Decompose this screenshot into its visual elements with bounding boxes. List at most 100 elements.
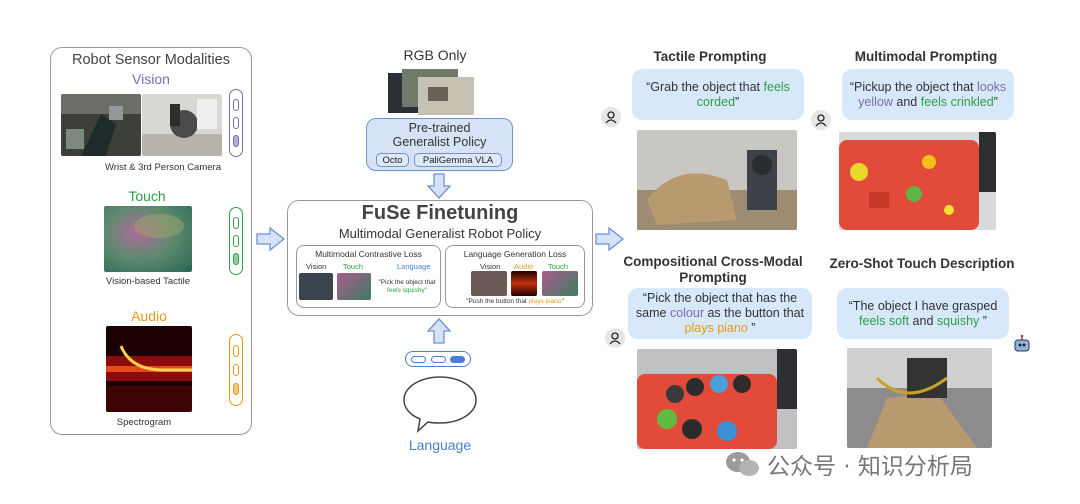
zeroshot-q5: ”: [979, 313, 987, 328]
multimodal-q5: feels crinkled: [920, 94, 994, 109]
spectrogram-image: [106, 326, 192, 412]
tactile-q2: feels: [763, 79, 790, 94]
multimodal-q2: looks: [976, 79, 1007, 94]
pretrained-title-line2: Generalist Policy: [392, 135, 487, 149]
wrist-camera-image: [61, 94, 141, 156]
chip-octo: Octo: [376, 153, 409, 167]
arrow-down-icon: [426, 173, 452, 199]
third-person-camera-image: [142, 94, 222, 156]
chip-paligemma: PaliGemma VLA: [414, 153, 502, 167]
generation-audio-thumb: [511, 271, 537, 296]
zeroshot-q1: “The object I have grasped: [848, 298, 998, 313]
speech-bubble-icon: [403, 376, 477, 433]
tactile-prompting-title: Tactile Prompting: [653, 49, 767, 64]
tactile-q1: “Grab the object that: [646, 79, 764, 94]
compositional-q2: same: [635, 306, 670, 320]
language-label: Language: [408, 437, 472, 453]
fuse-finetuning-box: [287, 200, 593, 316]
fuse-title: FuSe Finetuning: [361, 202, 519, 224]
tactile-prompt-bubble: “Grab the object that feels corded”: [632, 69, 804, 120]
zeroshot-title: Zero-Shot Touch Description: [829, 256, 1015, 271]
contrastive-quote-line2: feels squishy": [387, 287, 427, 294]
tactile-q4: ”: [735, 94, 740, 109]
contrastive-title: Multimodal Contrastive Loss: [315, 249, 422, 259]
contrastive-loss-box: [296, 245, 441, 308]
rgb-images-stack: [388, 69, 474, 115]
user-icon-3: [605, 328, 625, 348]
watermark: 公众号 · 知识分析局: [723, 444, 1063, 484]
contrastive-quote: "Pick the object that feels squishy": [374, 279, 440, 295]
generation-touch-thumb: [542, 271, 578, 296]
multimodal-result-image: [839, 132, 996, 230]
generation-quote-part3: ": [561, 298, 564, 305]
compositional-title-line2: Prompting: [679, 270, 747, 285]
multimodal-q1: “Pickup the object that: [849, 79, 977, 94]
vision-title: Vision: [132, 71, 170, 87]
compositional-prompting-title: Compositional Cross-Modal Prompting: [616, 254, 810, 286]
tactile-q3: corded: [696, 94, 736, 109]
user-icon-2: [811, 110, 831, 130]
generation-vision-thumb: [471, 271, 507, 296]
contrastive-label-vision: Vision: [306, 262, 327, 271]
user-icon: [601, 107, 621, 127]
multimodal-q6: ”: [993, 94, 998, 109]
language-token-pill: [405, 351, 471, 367]
wechat-icon: [726, 452, 759, 476]
pretrained-title-line1: Pre-trained: [408, 121, 471, 135]
tactile-result-image: [637, 130, 797, 230]
generation-title: Language Generation Loss: [463, 249, 567, 259]
contrastive-quote-line1: "Pick the object that: [378, 279, 436, 286]
pretrained-title: Pre-trained Generalist Policy: [366, 121, 513, 149]
arrow-right-icon-2: [595, 226, 625, 252]
zeroshot-q4: squishy: [936, 313, 980, 328]
generation-label-audio: Audio: [514, 262, 534, 271]
generation-quote: "Push the button that plays piano": [445, 298, 585, 305]
tactile-image: [104, 206, 192, 272]
generation-label-touch: Touch: [548, 262, 569, 271]
contrastive-touch-thumb: [337, 273, 371, 300]
sensor-modalities-panel: [50, 47, 252, 435]
touch-token-pill: [229, 207, 243, 275]
generation-label-vision: Vision: [480, 262, 501, 271]
audio-token-pill: [229, 334, 243, 406]
compositional-q5: plays piano: [684, 321, 748, 335]
fuse-subtitle: Multimodal Generalist Robot Policy: [338, 226, 542, 241]
audio-title: Audio: [131, 308, 167, 324]
zeroshot-result-image: [847, 348, 992, 448]
audio-caption: Spectrogram: [116, 417, 172, 428]
vision-caption: Wrist & 3rd Person Camera: [105, 162, 221, 173]
multimodal-prompting-title: Multimodal Prompting: [854, 49, 998, 64]
tactile-prompt-text: “Grab the object that feels corded”: [646, 80, 790, 110]
touch-title: Touch: [128, 188, 166, 204]
contrastive-label-language: Language: [397, 262, 431, 271]
zeroshot-q3: and: [909, 313, 937, 328]
compositional-result-image: [637, 349, 797, 449]
generation-quote-part2: plays piano: [528, 298, 562, 305]
robot-icon: [1012, 334, 1032, 354]
generation-loss-box: [445, 245, 585, 308]
compositional-title-line1: Compositional Cross-Modal: [623, 254, 803, 269]
contrastive-label-touch: Touch: [343, 262, 364, 271]
watermark-text: 公众号 · 知识分析局: [767, 454, 973, 480]
multimodal-q4: and: [892, 94, 921, 109]
touch-caption: Vision-based Tactile: [105, 276, 191, 287]
compositional-q1: “Pick the object that has the: [642, 291, 798, 305]
arrow-right-icon: [256, 226, 286, 252]
compositional-q4: as the button that: [704, 306, 805, 320]
panel-title: Robot Sensor Modalities: [72, 52, 230, 68]
vision-token-pill: [229, 89, 243, 157]
contrastive-vision-thumb: [299, 273, 333, 300]
compositional-q3: colour: [669, 306, 704, 320]
zeroshot-q2: feels soft: [859, 313, 910, 328]
rgb-only-label: RGB Only: [403, 47, 467, 63]
generation-quote-part1: "Push the button that: [466, 298, 529, 305]
arrow-up-icon: [426, 318, 452, 344]
multimodal-q3: yellow: [858, 94, 893, 109]
compositional-q6: ”: [747, 321, 756, 335]
